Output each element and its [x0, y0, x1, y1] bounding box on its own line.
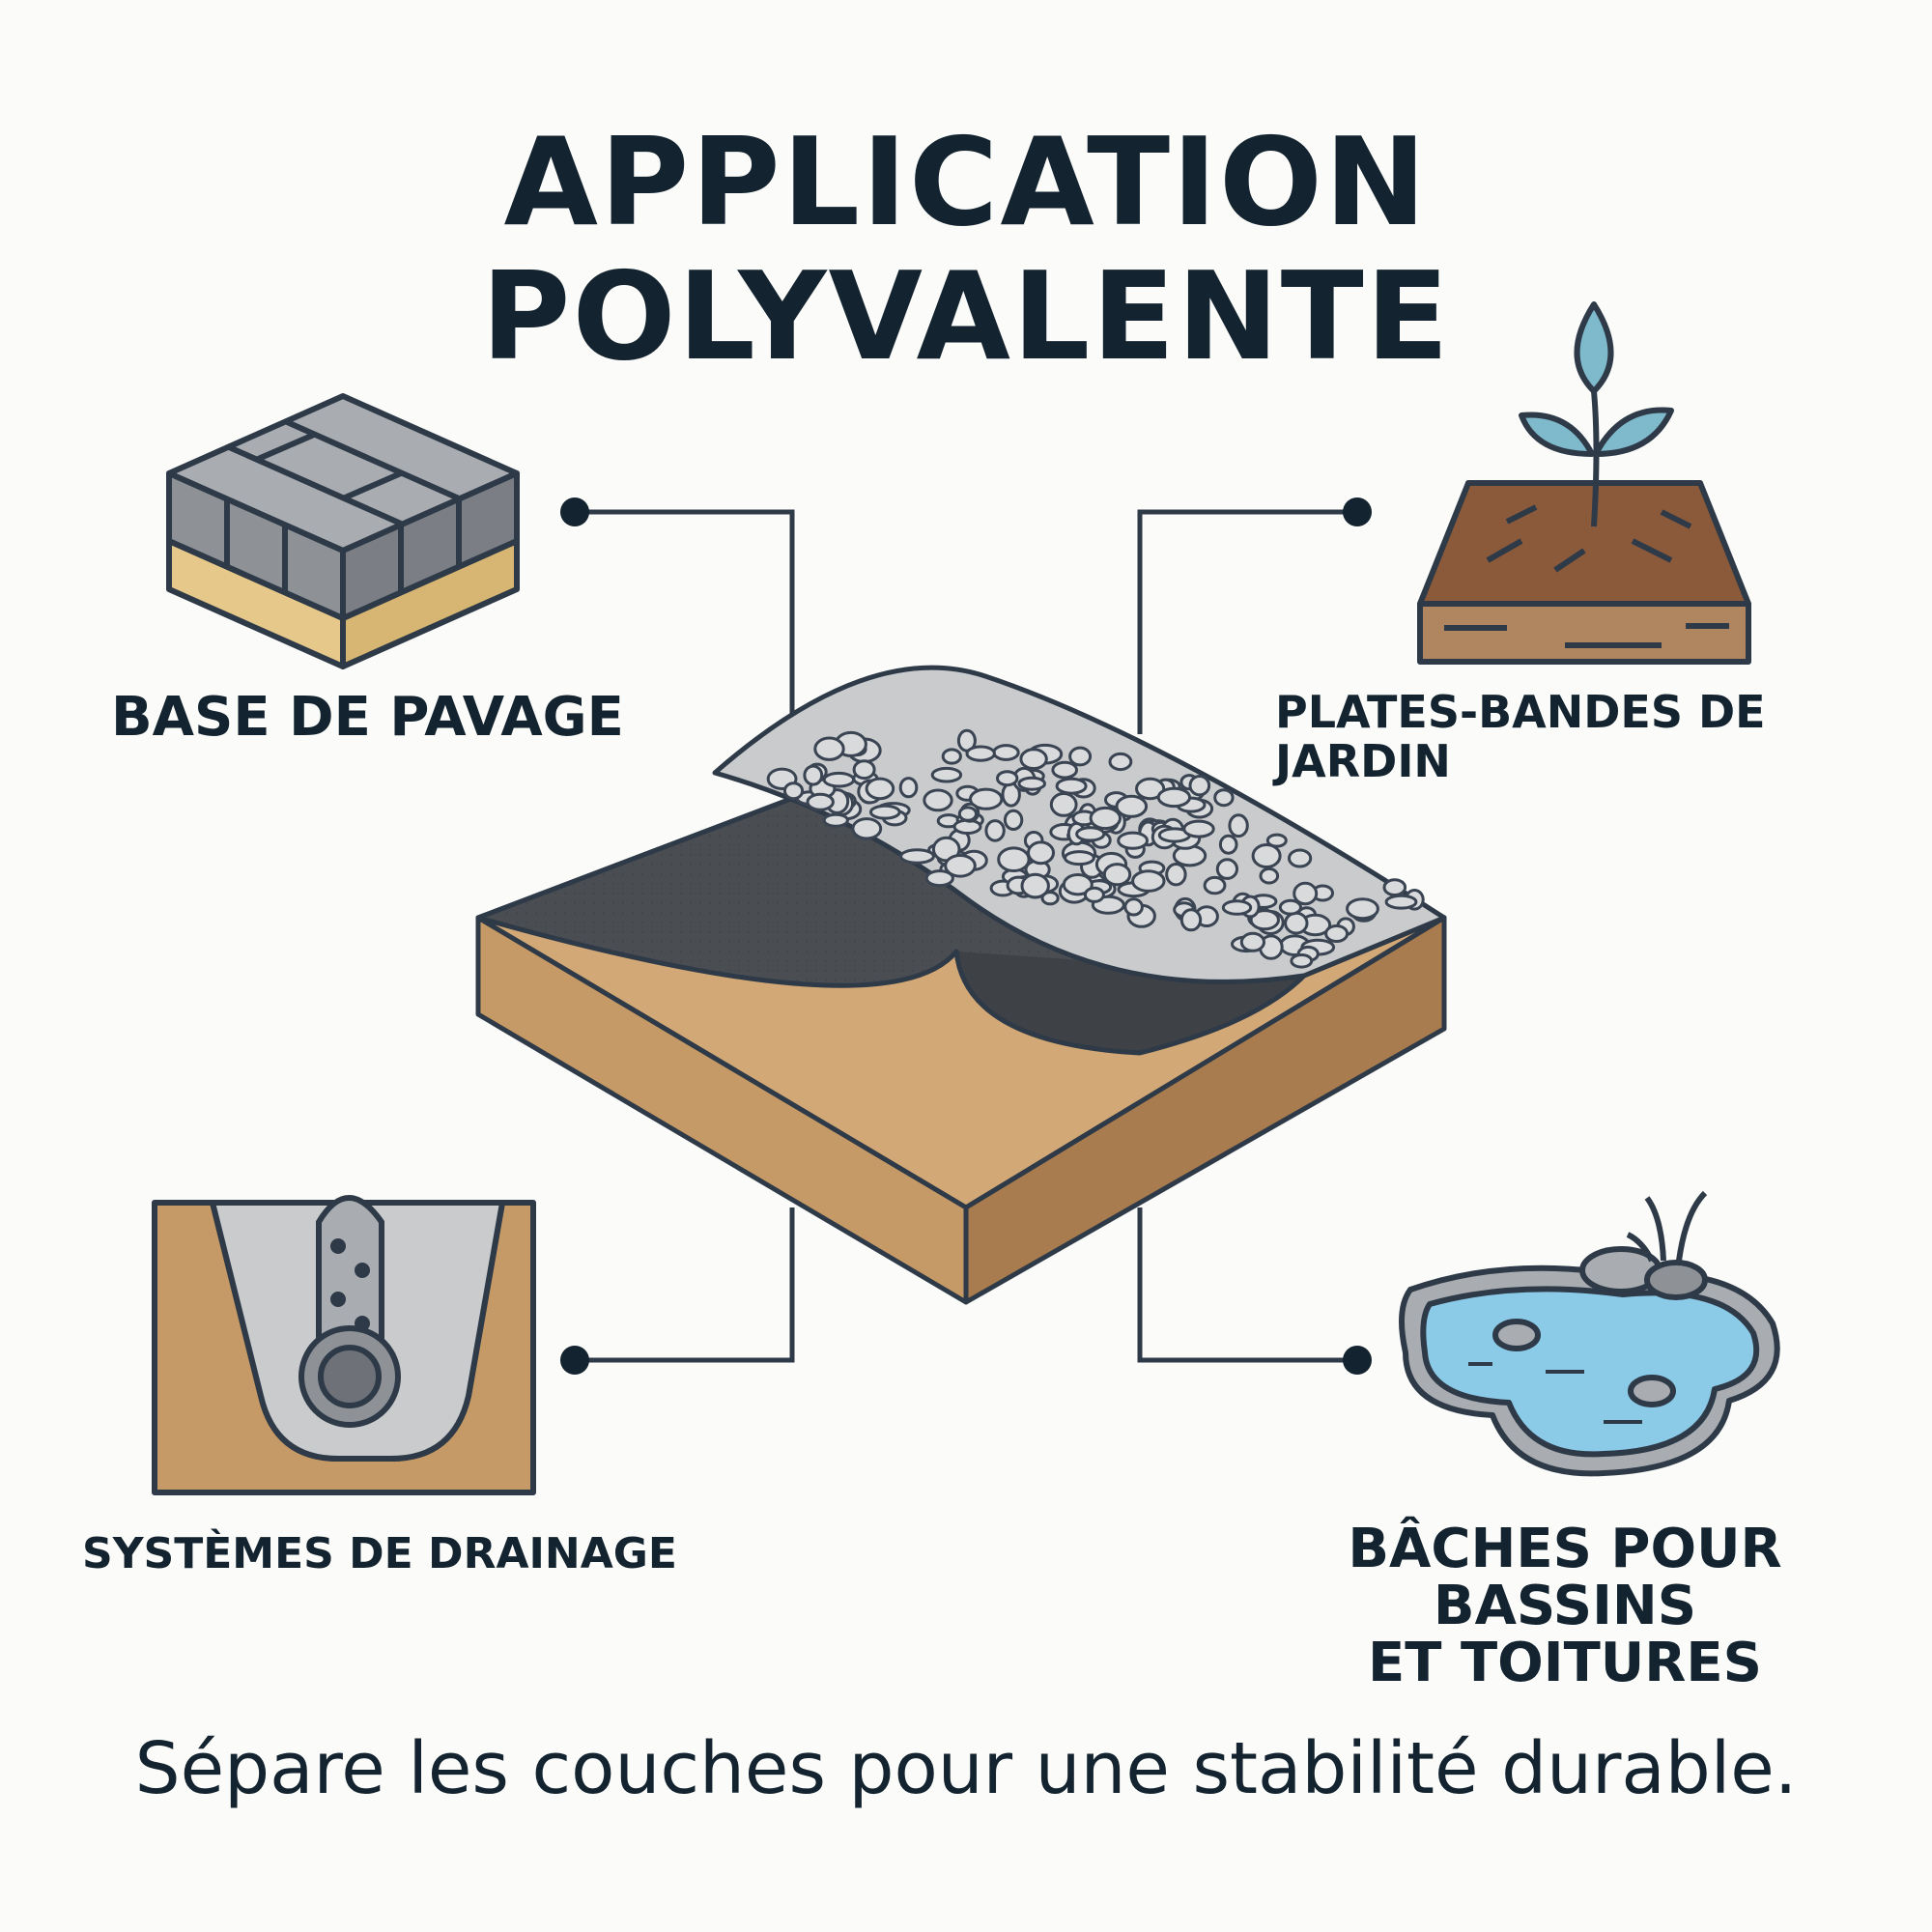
gravel-stone	[822, 812, 849, 828]
gravel-stone	[1213, 788, 1235, 808]
label-pond-line-2: ET TOITURES	[1368, 1631, 1762, 1694]
gravel-stone	[898, 777, 919, 799]
connector-garden	[1137, 509, 1357, 734]
gravel-stone	[1027, 840, 1055, 866]
gravel-stone	[1288, 848, 1313, 868]
gravel-stone	[865, 777, 895, 801]
gravel-stone	[813, 736, 845, 761]
connector-pond	[1137, 1208, 1357, 1363]
garden-bed-icon	[1417, 301, 1751, 665]
connector-paving	[575, 509, 795, 734]
gravel-stone	[944, 854, 977, 878]
gravel-stone	[803, 764, 824, 786]
gravel-stone	[930, 766, 963, 783]
gravel-stone	[1228, 813, 1249, 838]
gravel-stone	[965, 745, 996, 762]
gravel-stone	[1290, 953, 1314, 969]
gravel-stone	[1117, 831, 1149, 850]
gravel-stone	[1017, 776, 1046, 791]
gravel-stone	[1278, 898, 1303, 916]
gravel-stone	[1068, 746, 1093, 767]
gravel-stone	[1221, 899, 1253, 916]
drainage-pipe-icon	[152, 1195, 536, 1495]
gravel-stone	[852, 759, 876, 781]
label-pond-line-1: BÂCHES POUR BASSINS	[1348, 1518, 1782, 1637]
gravel-stone	[1123, 897, 1144, 917]
gravel-stone	[1293, 881, 1319, 906]
center-gravel-stones	[766, 728, 1425, 969]
gravel-stone	[1179, 908, 1203, 932]
gravel-stone	[1249, 909, 1281, 931]
gravel-stone	[1019, 748, 1048, 771]
gravel-stone	[1083, 886, 1105, 903]
gravel-stone	[1003, 809, 1024, 832]
label-pond-roof-liners: BÂCHES POUR BASSINS ET TOITURES	[1208, 1518, 1922, 1694]
gravel-stone	[1051, 760, 1078, 780]
gravel-stone	[1259, 867, 1280, 885]
gravel-stone	[822, 771, 856, 788]
gravel-stone	[923, 788, 953, 812]
connector-lines	[575, 509, 1357, 1363]
connector-drain	[575, 1208, 795, 1363]
gravel-stone	[1102, 863, 1132, 887]
gravel-stone	[1055, 777, 1088, 795]
gravel-stone	[869, 804, 901, 820]
gravel-stone	[1203, 875, 1227, 895]
gravel-stone	[1062, 873, 1094, 896]
gravel-stone	[1382, 878, 1407, 896]
gravel-stone	[1040, 891, 1060, 906]
gravel-stone	[851, 817, 883, 840]
gravel-stone	[957, 806, 979, 822]
gravel-stone	[1156, 786, 1192, 809]
paving-stones-icon	[166, 393, 520, 669]
gravel-stone	[1165, 863, 1187, 887]
gravel-stone	[1135, 777, 1166, 801]
gravel-stone	[782, 781, 805, 801]
gravel-stone	[924, 869, 954, 888]
gravel-stone	[1131, 869, 1166, 893]
label-drainage-systems: SYSTÈMES DE DRAINAGE	[82, 1529, 677, 1578]
gravel-stone	[1089, 806, 1122, 831]
gravel-stone	[1346, 897, 1379, 921]
connector-dots	[560, 497, 1372, 1375]
gravel-stone	[1075, 826, 1106, 842]
gravel-stone	[1218, 834, 1238, 855]
gravel-stone	[1182, 819, 1215, 838]
label-paving-base: BASE DE PAVAGE	[111, 686, 624, 749]
gravel-stone	[941, 748, 962, 765]
page-title: APPLICATION POLYVALENTE	[481, 111, 1451, 387]
gravel-stone	[899, 848, 935, 865]
gravel-stone	[1215, 858, 1239, 880]
gravel-stone	[1020, 872, 1050, 899]
gravel-stone	[1265, 833, 1288, 848]
label-garden-beds: PLATES-BANDES DE JARDIN	[1275, 686, 1766, 787]
gravel-stone	[1108, 752, 1133, 772]
gravel-stone	[1324, 924, 1350, 943]
pond-liner-icon	[1399, 1190, 1780, 1477]
gravel-stone	[1251, 843, 1282, 868]
gravel-stone	[992, 744, 1020, 761]
gravel-stone	[1284, 911, 1309, 935]
gravel-stone	[1239, 931, 1266, 952]
gravel-stone	[1064, 850, 1095, 867]
tagline: Sépare les couches pour une stabilité du…	[134, 1727, 1798, 1810]
gravel-stone	[806, 792, 835, 811]
gravel-stone	[997, 846, 1031, 873]
gravel-stone	[1188, 775, 1211, 797]
gravel-stone	[969, 787, 1004, 810]
gravel-stone	[996, 770, 1019, 787]
gravel-stone	[1384, 894, 1418, 910]
gravel-stone	[984, 819, 1006, 842]
gravel-stone	[1049, 792, 1078, 817]
gravel-stone	[1115, 794, 1149, 818]
